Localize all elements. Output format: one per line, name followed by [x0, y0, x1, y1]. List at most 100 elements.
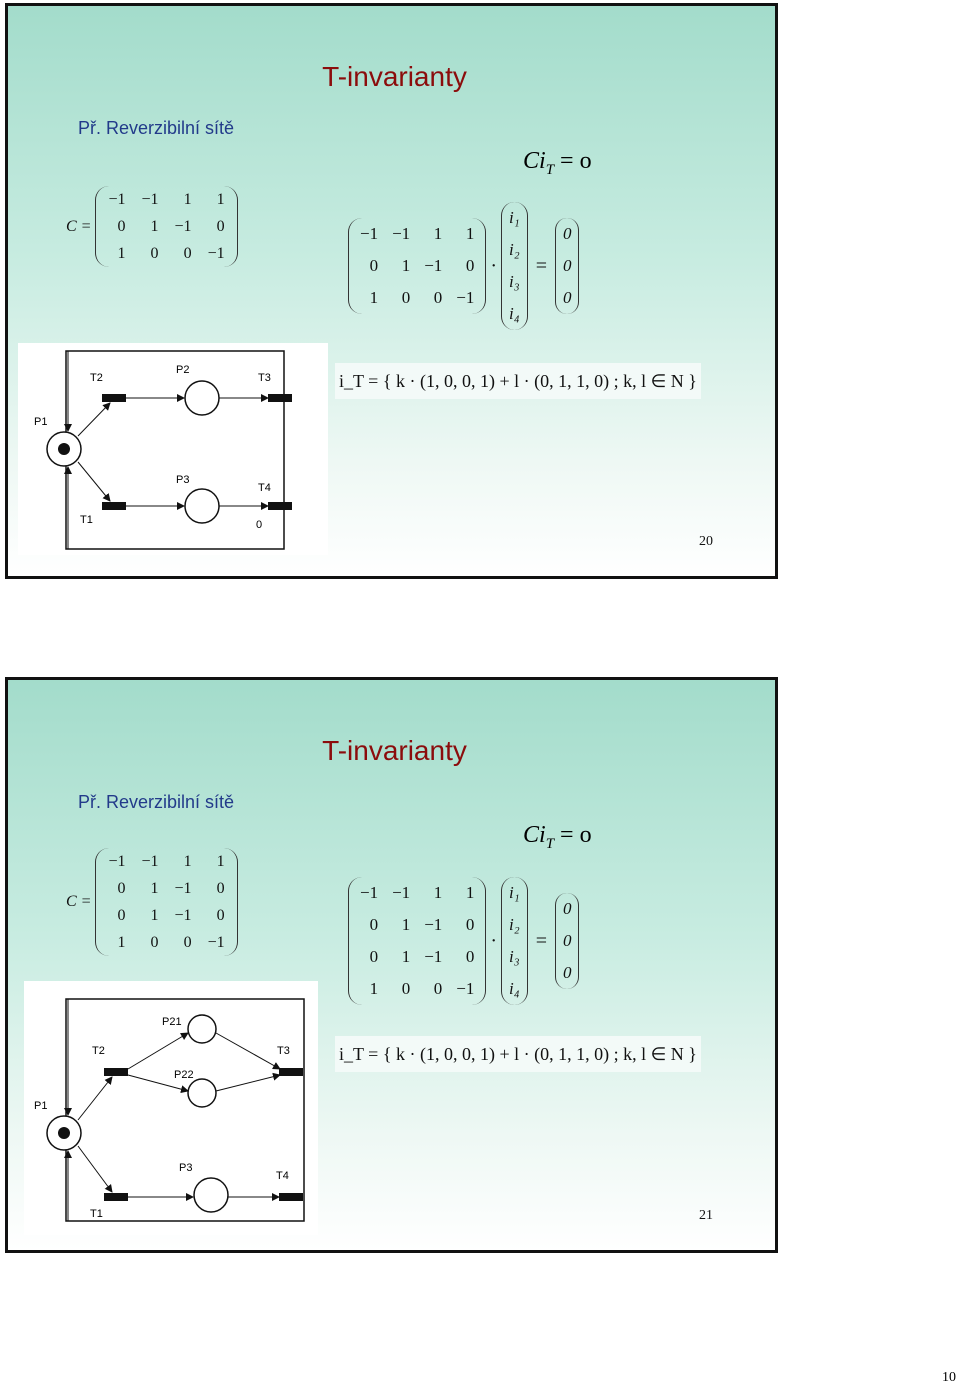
matrix-cell: −1 [456, 979, 475, 998]
place-p21 [187, 1014, 217, 1044]
page-number: 20 [699, 534, 713, 549]
place-p3 [184, 488, 220, 524]
matrix-row: 0 [560, 282, 575, 314]
matrix-row: i₂ [506, 234, 523, 266]
label-t3: T3 [277, 1045, 290, 1057]
petri-net-svg: P21 T2 T3 P22 P1 P3 T4 T1 [34, 998, 305, 1222]
transition-t4 [268, 502, 292, 510]
matrix-cell: −1 [174, 879, 192, 897]
matrix-cell: 1 [183, 852, 192, 870]
matrix-cell: 1 [150, 217, 159, 235]
matrix-cell: 0 [465, 947, 475, 966]
matrix-cell: i₂ [509, 240, 520, 259]
matrix-cell: −1 [174, 906, 192, 924]
label-p21: P21 [162, 1016, 182, 1028]
matrix-cell: 0 [562, 256, 572, 275]
label-p2: P2 [176, 364, 189, 376]
matrix-cell: 0 [369, 256, 379, 275]
label-zero: 0 [256, 519, 262, 531]
matrix-cell: 0 [562, 288, 572, 307]
place-p22 [187, 1078, 217, 1108]
matrix-cell: 0 [183, 244, 192, 262]
matrix-row: 0 [560, 893, 575, 925]
matrix-cell: −1 [360, 883, 379, 902]
matrix-cell: 1 [433, 224, 443, 243]
slide-subtitle: Př. Reverzibilní sítě [78, 792, 235, 812]
transition-t2 [104, 1068, 128, 1076]
eq-ci: Ci [523, 822, 546, 848]
net-frame [65, 998, 305, 1222]
eq-rhs: = o [560, 148, 592, 174]
matrix-cell: i₁ [509, 208, 520, 227]
matrix-cell: 0 [216, 906, 225, 924]
result-formula: i_T = { k · (1, 0, 0, 1) + l · (0, 1, 1,… [335, 363, 701, 399]
dot-operator: · [490, 254, 498, 277]
matrix-row: i₁ [506, 202, 523, 234]
matrix-row: i₂ [506, 909, 523, 941]
matrix-cell: 1 [401, 947, 411, 966]
slide-20: T-invarianty Př. Reverzibilní sítě C = −… [5, 3, 778, 579]
slide-title: T-invarianty [322, 61, 467, 92]
transition-t2 [102, 394, 126, 402]
matrix-cell: i₄ [509, 304, 520, 323]
matrix-cell: 1 [150, 879, 159, 897]
matrix-cell: −1 [207, 933, 225, 951]
matrix-cell: 0 [465, 256, 475, 275]
matrix-cell: 0 [216, 879, 225, 897]
place-p2 [184, 380, 220, 416]
matrix-cell: i₁ [509, 883, 520, 902]
eq-sub-t: T [545, 835, 555, 852]
label-t1: T1 [80, 514, 93, 526]
eq-ci: Ci [523, 148, 546, 174]
label-t4: T4 [276, 1170, 289, 1182]
zero-vector: 0 0 0 [554, 218, 580, 314]
petri-net-diagram: P21 T2 T3 P22 P1 P3 T4 T1 [24, 981, 318, 1235]
matrix-cell: 1 [369, 979, 379, 998]
equation-ci-t: CiT = o [523, 148, 592, 179]
matrix-cell: 0 [465, 915, 475, 934]
matrix-cell: 1 [401, 915, 411, 934]
eq-sub-t: T [545, 161, 555, 178]
matrix-cell: i₂ [509, 915, 520, 934]
label-t1: T1 [90, 1208, 103, 1220]
matrix-cell: 1 [433, 883, 443, 902]
matrix-cell: 1 [150, 906, 159, 924]
matrix-cell: i₄ [509, 979, 520, 998]
matrix-cell: 1 [183, 190, 192, 208]
transition-t3 [268, 394, 292, 402]
token-p1 [58, 443, 70, 455]
matrix-cell: −1 [108, 190, 126, 208]
matrix-cell: 1 [465, 224, 475, 243]
document-page-number: 10 [942, 1370, 956, 1385]
eq-rhs: = o [560, 822, 592, 848]
matrix-cell: 1 [465, 883, 475, 902]
result-formula-text: i_T = { k · (1, 0, 0, 1) + l · (0, 1, 1,… [339, 371, 697, 391]
slide-subtitle: Př. Reverzibilní sítě [78, 118, 235, 138]
label-p3: P3 [179, 1162, 192, 1174]
result-formula: i_T = { k · (1, 0, 0, 1) + l · (0, 1, 1,… [335, 1036, 701, 1072]
matrix-row: 0 [560, 218, 575, 250]
matrix-cell: −1 [360, 224, 379, 243]
label-p22: P22 [174, 1069, 194, 1081]
matrix-cell: 0 [183, 933, 192, 951]
matrix-cell: 0 [433, 979, 443, 998]
matrix-cell: −1 [456, 288, 475, 307]
matrix-row: i₃ [506, 941, 523, 973]
matrix-cell: 0 [150, 244, 159, 262]
